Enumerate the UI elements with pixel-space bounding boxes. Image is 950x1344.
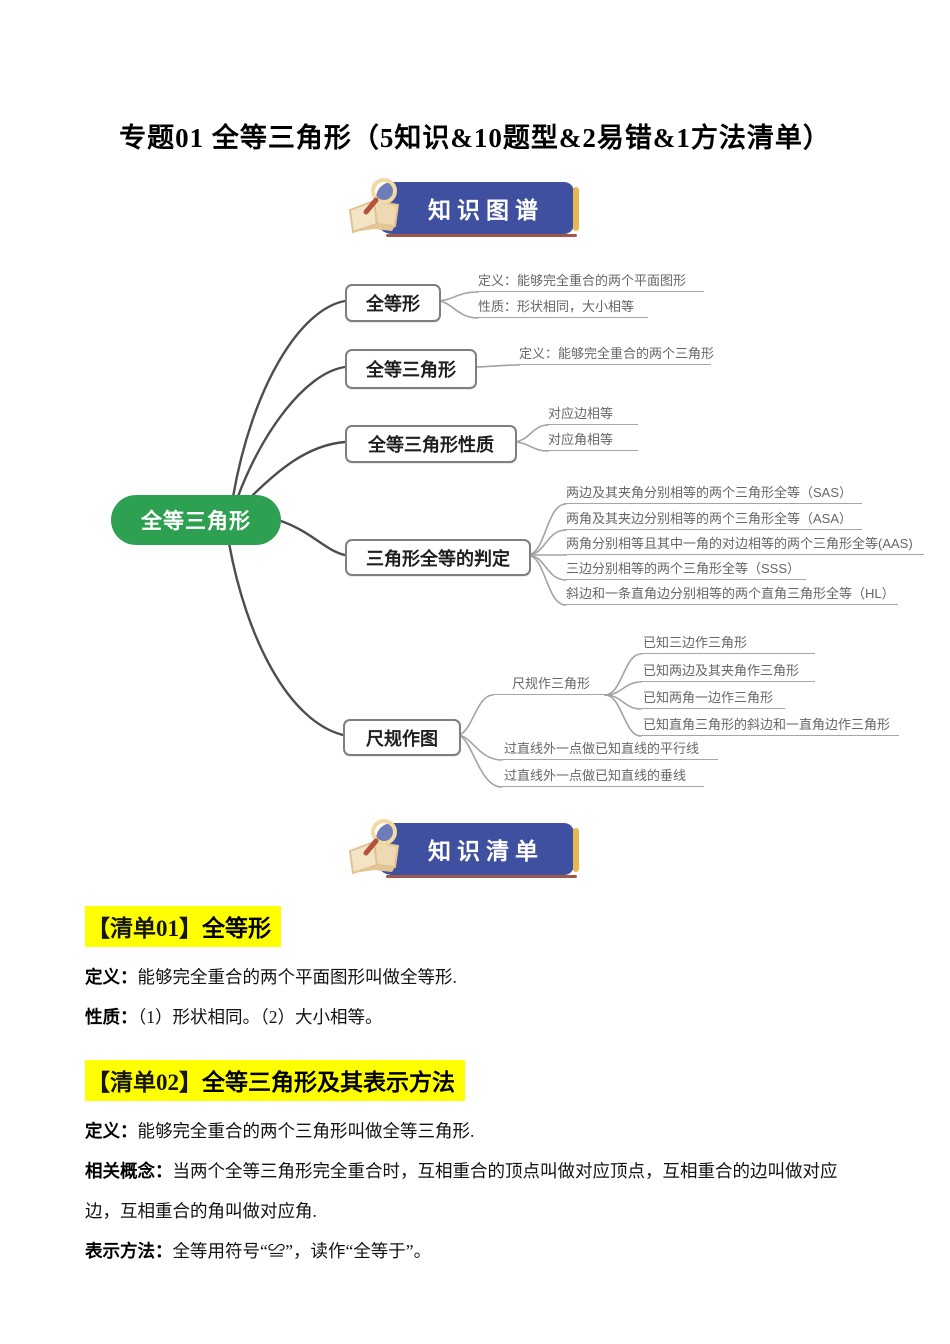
book-magnifier-icon	[348, 178, 400, 234]
leaf-construct-hl: 已知直角三角形的斜边和一直角边作三角形	[641, 717, 899, 736]
section-1-heading: 【清单01】全等形	[85, 906, 950, 947]
leaf-corresponding-sides: 对应边相等	[546, 406, 638, 425]
leaf-construct-asa: 已知两角一边作三角形	[641, 690, 785, 709]
section-2-heading: 【清单02】全等三角形及其表示方法	[85, 1059, 950, 1101]
leaf-construct-parallel: 过直线外一点做已知直线的平行线	[502, 741, 718, 760]
mindmap-connectors	[227, 291, 642, 788]
leaf-sas: 两边及其夹角分别相等的两个三角形全等（SAS）	[564, 485, 862, 504]
section-1-body: 定义：能够完全重合的两个平面图形叫做全等形. 性质：（1）形状相同。（2）大小相…	[85, 957, 865, 1038]
mindmap-node-criteria: 三角形全等的判定	[345, 539, 531, 576]
leaf-construct-perpendicular: 过直线外一点做已知直线的垂线	[502, 768, 704, 787]
leaf-asa: 两角及其夹边分别相等的两个三角形全等（ASA）	[564, 511, 862, 530]
paragraph-label: 定义：	[85, 1120, 138, 1141]
paragraph-text: 当两个全等三角形完全重合时，互相重合的顶点叫做对应顶点，互相重合的边叫做对应边，…	[85, 1160, 838, 1221]
mindmap-node-construction: 尺规作图	[343, 719, 461, 756]
knowledge-list-badge: 知识清单	[348, 819, 579, 878]
mindmap: 全等三角形 全等形 全等三角形 全等三角形性质 三角形全等的判定 尺规作图 定义…	[0, 247, 950, 802]
knowledge-map-badge-label: 知识图谱	[376, 182, 579, 237]
section-1-title: 全等形	[202, 915, 271, 941]
paragraph-text: 能够完全重合的两个三角形叫做全等三角形.	[137, 1120, 475, 1141]
paragraph-label: 表示方法：	[85, 1241, 173, 1262]
leaf-construct-triangle-group: 尺规作三角形	[493, 676, 607, 695]
paragraph-text: 全等用符号“≌”，读作“全等于”。	[172, 1241, 432, 1262]
section-2-body: 定义：能够完全重合的两个三角形叫做全等三角形. 相关概念：当两个全等三角形完全重…	[85, 1111, 865, 1272]
knowledge-map-badge: 知识图谱	[348, 178, 579, 237]
knowledge-list-badge-label: 知识清单	[376, 823, 579, 878]
paragraph-concepts: 相关概念：当两个全等三角形完全重合时，互相重合的顶点叫做对应顶点，互相重合的边叫…	[85, 1151, 865, 1232]
knowledge-map-badge-row: 知识图谱	[0, 178, 950, 237]
paragraph-label: 性质：	[85, 1007, 138, 1028]
mindmap-root-node: 全等三角形	[111, 495, 281, 545]
mindmap-node-congruent-shapes: 全等形	[345, 284, 441, 322]
paragraph-label: 相关概念：	[85, 1160, 173, 1181]
section-2-title: 全等三角形及其表示方法	[202, 1068, 455, 1095]
paragraph-text: （1）形状相同。（2）大小相等。	[137, 1007, 383, 1028]
paragraph-label: 定义：	[85, 967, 138, 987]
paragraph-text: 能够完全重合的两个平面图形叫做全等形.	[137, 967, 457, 987]
book-magnifier-icon	[348, 819, 400, 875]
leaf-aas: 两角分别相等且其中一角的对边相等的两个三角形全等(AAS)	[564, 536, 924, 555]
section-2-tag: 【清单02】	[87, 1069, 202, 1095]
paragraph-property: 性质：（1）形状相同。（2）大小相等。	[85, 997, 865, 1037]
leaf-definition-shapes: 定义：能够完全重合的两个平面图形	[476, 273, 704, 292]
section-1-tag: 【清单01】	[87, 916, 202, 941]
leaf-corresponding-angles: 对应角相等	[546, 432, 638, 451]
leaf-definition-triangles: 定义：能够完全重合的两个三角形	[517, 346, 714, 365]
mindmap-node-properties: 全等三角形性质	[345, 425, 517, 463]
paragraph-notation: 表示方法：全等用符号“≌”，读作“全等于”。	[85, 1231, 865, 1271]
leaf-construct-sss: 已知三边作三角形	[641, 635, 815, 654]
mindmap-node-congruent-triangles: 全等三角形	[345, 349, 477, 389]
paragraph-definition: 定义：能够完全重合的两个三角形叫做全等三角形.	[85, 1111, 865, 1151]
leaf-construct-sas: 已知两边及其夹角作三角形	[641, 663, 815, 682]
leaf-hl: 斜边和一条直角边分别相等的两个直角三角形全等（HL）	[564, 586, 898, 605]
leaf-property-shapes: 性质：形状相同，大小相等	[476, 299, 648, 318]
leaf-sss: 三边分别相等的两个三角形全等（SSS）	[564, 561, 806, 580]
paragraph-definition: 定义：能够完全重合的两个平面图形叫做全等形.	[85, 957, 865, 997]
page-title: 专题01 全等三角形（5知识&10题型&2易错&1方法清单）	[119, 123, 831, 153]
knowledge-list-badge-row: 知识清单	[0, 819, 950, 878]
